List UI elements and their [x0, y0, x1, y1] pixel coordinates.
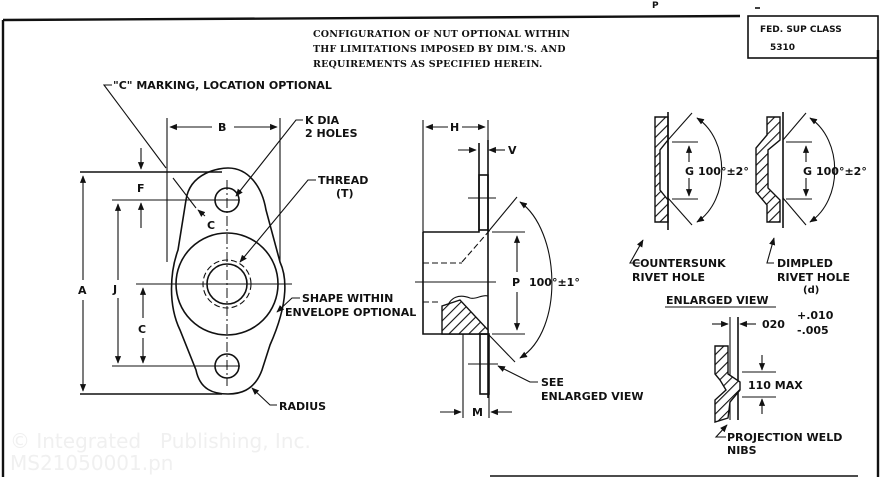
shape-leader: [276, 297, 300, 313]
side-angle-label: 100°±1°: [529, 276, 580, 289]
dim-j-label: J: [112, 283, 117, 296]
general-note-line-3: REQUIREMENTS AS SPECIFIED HEREIN.: [313, 59, 543, 70]
marking-note: "C" MARKING, LOCATION OPTIONAL: [113, 79, 332, 92]
see-note-line-2: ENLARGED VIEW: [541, 390, 643, 403]
marking-leader: [102, 84, 167, 169]
fed-sup-class-title: FED. SUP CLASS: [760, 25, 842, 35]
hole-leader: [235, 119, 303, 197]
side-view: H V M P 100°±1° SEE ENLARGED VIEW: [415, 120, 643, 419]
shape-note-line-1: SHAPE WITHIN: [302, 292, 393, 305]
radius-leader: [251, 387, 277, 406]
dp-angle-top: [782, 112, 807, 141]
top-mark: P: [652, 1, 659, 11]
ev-nibs-line-2: NIBS: [727, 444, 757, 457]
dim-p-label: P: [512, 276, 520, 289]
dp-angle-label: 100°±2°: [816, 165, 867, 178]
dimpled-caption-line-1: DIMPLED: [777, 257, 833, 270]
ev-thickness-label: 020: [762, 318, 785, 331]
dimpled-leader: [766, 237, 776, 264]
dp-dim-g-label: G: [803, 165, 812, 178]
shape-note-line-2: ENVELOPE OPTIONAL: [285, 306, 416, 319]
dimpled-detail: G 100°±2° DIMPLED RIVET HOLE (d): [755, 112, 867, 296]
break-line: [445, 295, 489, 311]
nut-outline: [170, 167, 286, 395]
see-leader: [497, 365, 538, 383]
hole-note-line-1: K DIA: [305, 114, 340, 127]
section-hatch: [441, 299, 489, 335]
dim-a-label: A: [78, 284, 87, 297]
ev-nib-section: [714, 345, 741, 423]
general-note-line-1: CONFIGURATION OF NUT OPTIONAL WITHIN: [313, 29, 570, 40]
thread-leader: [239, 179, 316, 263]
upper-flange: [478, 174, 489, 231]
cs-angle-bottom: [667, 197, 693, 226]
cs-angle-top: [667, 112, 693, 141]
hole-note-line-2: 2 HOLES: [305, 127, 358, 140]
countersunk-caption-line-2: RIVET HOLE: [632, 271, 705, 284]
upper-body-outline: [423, 143, 480, 233]
plan-view: "C" MARKING, LOCATION OPTIONAL B K DIA 2…: [78, 79, 416, 413]
enlarged-view: ENLARGED VIEW 020 +.010 -.005 110 MAX PR…: [665, 294, 842, 457]
fed-sup-class-value: 5310: [770, 43, 795, 53]
dp-angle-arc: [809, 117, 836, 223]
thread-note-line-1: THREAD: [318, 174, 368, 187]
countersunk-section: [654, 116, 669, 223]
dim-v-label: V: [508, 144, 517, 157]
watermark-line-3: MS21050001.pn: [10, 451, 173, 475]
c-small-leader: [197, 209, 206, 217]
ev-tol-minus: -.005: [797, 324, 829, 337]
cs-dim-g-label: G: [685, 165, 694, 178]
cs-angle-arc: [696, 117, 723, 223]
dimpled-section: [755, 116, 781, 223]
dp-angle-bottom: [782, 197, 807, 226]
countersunk-caption-line-1: COUNTERSUNK: [632, 257, 726, 270]
ev-tol-plus: +.010: [797, 309, 834, 322]
radius-note: RADIUS: [279, 400, 326, 413]
dimpled-caption-line-2: RIVET HOLE: [777, 271, 850, 284]
general-note-line-2: THF LIMITATIONS IMPOSED BY DIM.'S. AND: [313, 44, 566, 55]
watermark: © Integrated Publishing, Inc. MS21050001…: [10, 429, 311, 475]
fed-sup-class-frame: [747, 15, 879, 59]
angle-line-bottom: [487, 333, 516, 363]
chamfer-line: [172, 177, 197, 209]
watermark-line-2: Publishing, Inc.: [160, 429, 311, 453]
general-note: CONFIGURATION OF NUT OPTIONAL WITHIN THF…: [313, 29, 570, 70]
thread-note-line-2: (T): [336, 187, 354, 200]
top-border: [2, 14, 741, 22]
angle-arc: [519, 201, 553, 359]
ev-height-label: 110 MAX: [748, 379, 803, 392]
cs-angle-label: 100°±2°: [698, 165, 749, 178]
countersunk-detail: G 100°±2° COUNTERSUNK RIVET HOLE: [629, 112, 749, 284]
hidden-angle-line: [461, 229, 491, 263]
see-note-line-1: SEE: [541, 376, 564, 389]
dim-f-label: F: [137, 182, 145, 195]
ev-nibs-line-1: PROJECTION WELD: [727, 431, 842, 444]
dim-h-label: H: [450, 121, 459, 134]
fed-sup-class-box: FED. SUP CLASS 5310: [747, 15, 879, 59]
dim-c-small-label: C: [207, 219, 215, 232]
enlarged-view-title: ENLARGED VIEW: [666, 294, 768, 307]
countersunk-leader: [629, 239, 644, 264]
dimpled-caption-line-3: (d): [803, 285, 819, 296]
dim-b-label: B: [218, 121, 226, 134]
dim-c-label: C: [138, 323, 146, 336]
angle-line-top: [487, 196, 518, 233]
dim-m-label: M: [472, 406, 483, 419]
ev-nibs-leader: [714, 424, 728, 438]
watermark-line-1: © Integrated: [10, 429, 141, 453]
